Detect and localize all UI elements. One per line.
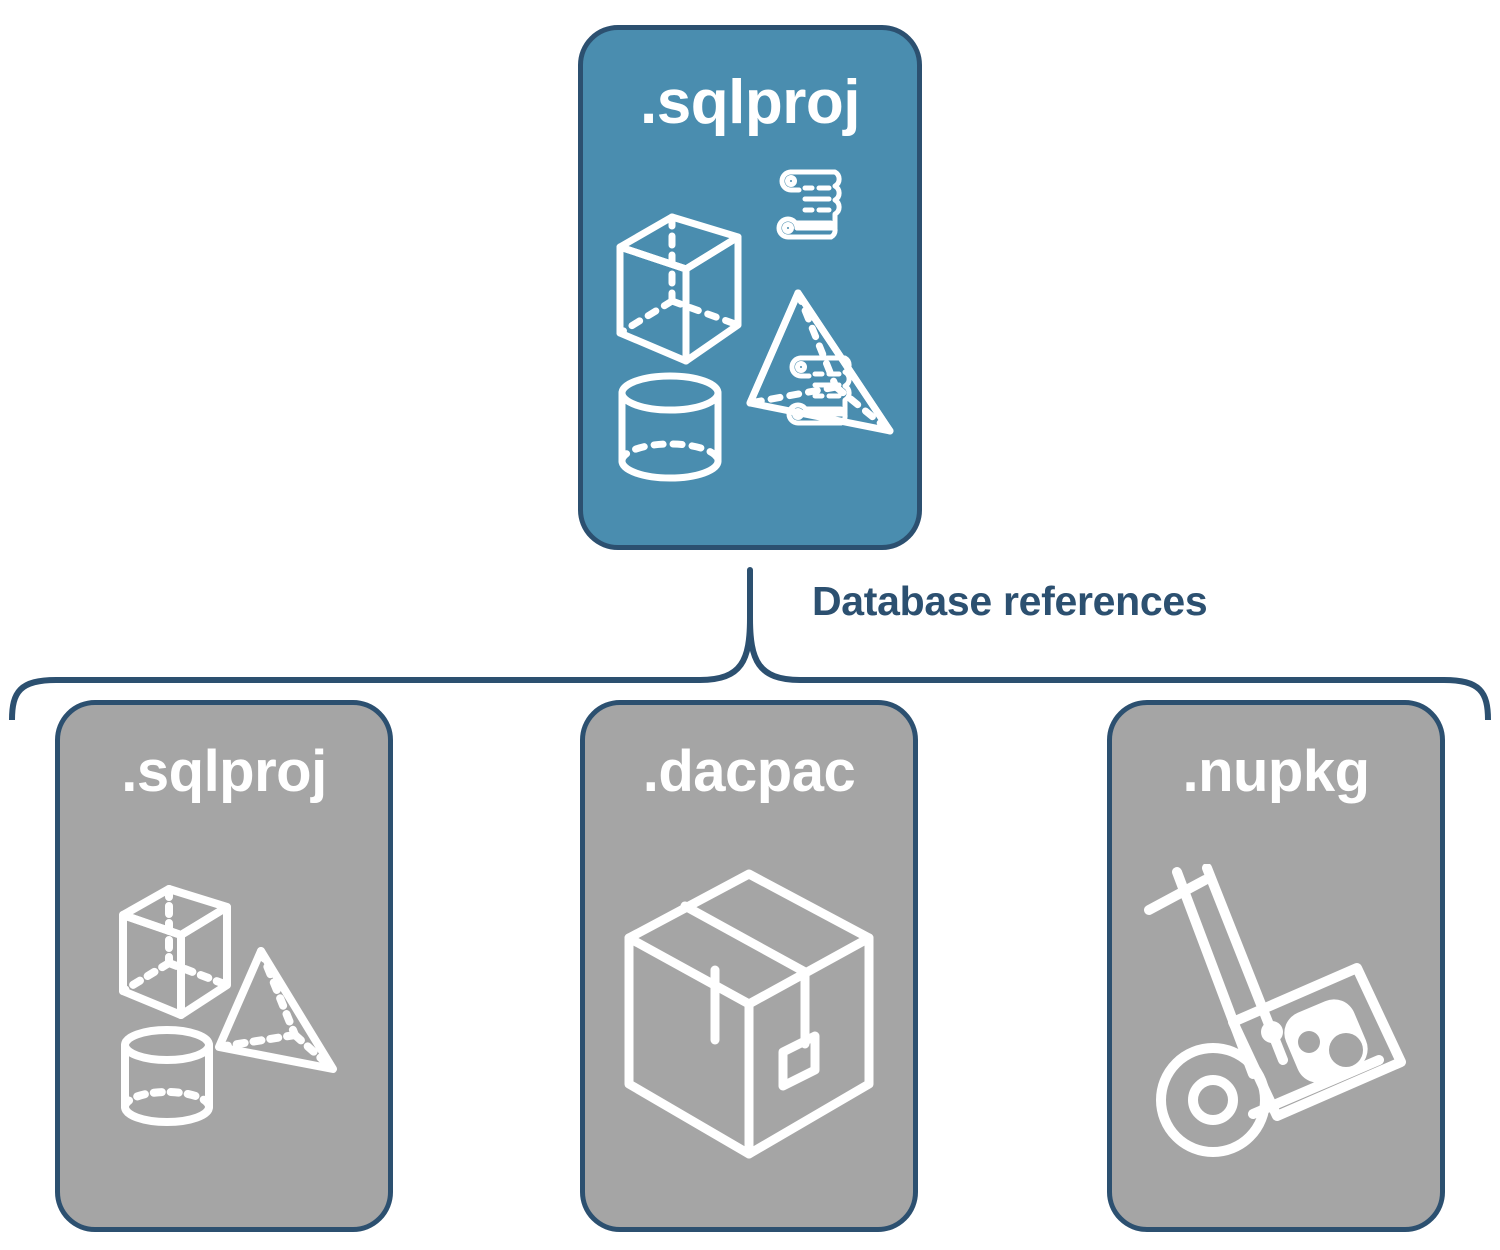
wireframe-pyramid-icon — [215, 947, 337, 1073]
hand-truck-package-icon — [1144, 864, 1406, 1157]
wireframe-cube-icon — [616, 213, 742, 364]
nuget-mark-holes — [1298, 1031, 1363, 1067]
wireframe-cylinder-icon — [121, 1026, 213, 1126]
sqlproj-artwork-group — [119, 885, 337, 1126]
edge-label-database-references: Database references — [812, 578, 1208, 624]
node-child-sqlproj[interactable]: .sqlproj — [55, 700, 393, 1232]
brace-connector — [9, 567, 1491, 720]
script-scroll-icon — [786, 355, 852, 426]
node-artwork — [585, 801, 913, 1227]
node-artwork — [1112, 801, 1440, 1227]
node-artwork — [583, 134, 917, 545]
node-child-nupkg[interactable]: .nupkg — [1107, 700, 1445, 1232]
nuget-mark-dot — [1261, 1021, 1283, 1043]
node-child-dacpac[interactable]: .dacpac — [580, 700, 918, 1232]
node-title: .sqlproj — [640, 68, 860, 137]
script-scroll-icon — [776, 169, 842, 240]
node-title: .sqlproj — [121, 739, 327, 804]
wireframe-cube-icon — [119, 885, 231, 1019]
node-title: .dacpac — [642, 739, 856, 804]
node-artwork — [60, 801, 388, 1227]
node-title: .nupkg — [1182, 739, 1370, 804]
wireframe-cylinder-icon — [618, 372, 722, 481]
node-root-sqlproj[interactable]: .sqlproj — [578, 25, 922, 550]
shipping-box-icon — [624, 869, 874, 1159]
sqlproj-artwork-group — [616, 213, 894, 481]
